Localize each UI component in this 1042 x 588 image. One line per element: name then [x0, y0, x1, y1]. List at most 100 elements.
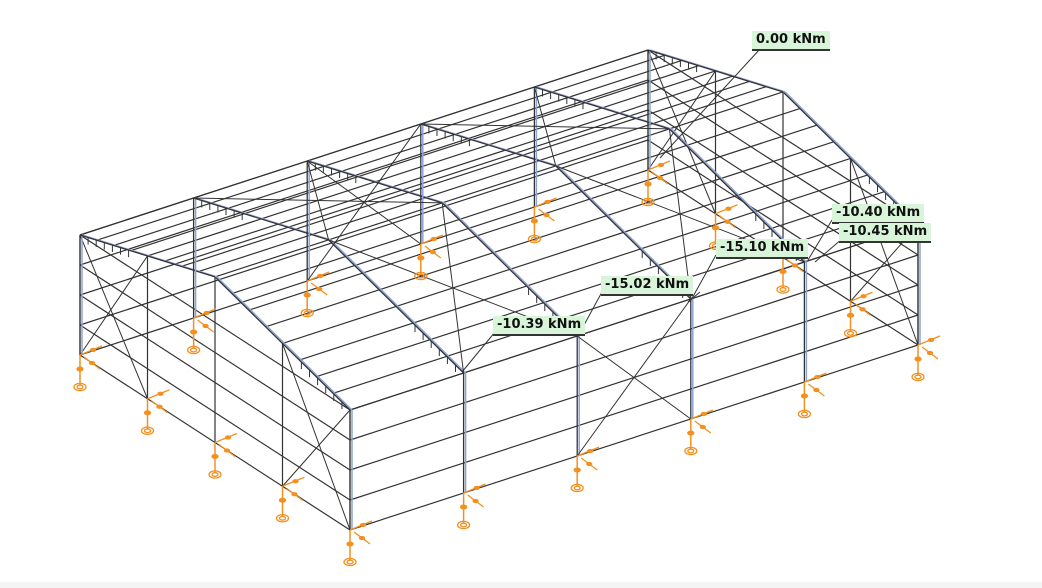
support-base-icon [644, 199, 652, 205]
frame-member-edge [784, 91, 921, 226]
support-base-icon [208, 470, 222, 479]
support-base-icon [303, 310, 311, 316]
purlin [316, 191, 885, 378]
moment-label-3: -15.10 kNm [716, 239, 809, 259]
support-arrow-icon [687, 430, 695, 436]
girt-back [79, 79, 649, 266]
base-beam-back [79, 169, 649, 356]
support-arrow-icon [711, 225, 720, 231]
support-base-icon [275, 514, 290, 523]
roof-brace [193, 197, 443, 204]
moment-label-2: -10.45 kNm [839, 223, 932, 243]
support-arrow-icon [89, 347, 97, 353]
support-arrow-icon [291, 492, 298, 497]
support-arrow-icon [202, 323, 209, 329]
support-base-icon [570, 483, 584, 493]
support-base-icon [140, 426, 155, 435]
support-arrow-icon [927, 337, 935, 343]
label-leader [807, 219, 833, 261]
frame-member-edge [330, 239, 467, 374]
moment-label-0: 0.00 kNm [752, 31, 830, 51]
support-arrow-icon [224, 435, 232, 440]
support-base-icon [797, 409, 812, 419]
frame-member-edge [216, 276, 353, 411]
support-base-icon [776, 285, 790, 294]
support-base-icon [278, 515, 287, 521]
bottom-strip [0, 582, 1042, 588]
wall-brace [576, 335, 692, 420]
support-arrow-icon [429, 249, 436, 255]
support-base-icon [143, 428, 152, 434]
frame-member [782, 91, 919, 226]
frame-member [79, 234, 216, 278]
frame-member [328, 239, 465, 374]
support-arrow-icon [472, 498, 479, 504]
support-arrow-icon [88, 360, 96, 366]
support-arrow-icon [317, 273, 324, 279]
support-base-icon [456, 520, 471, 530]
support-arrow-icon [724, 219, 731, 224]
support-base-icon [186, 345, 201, 355]
support-arrow-icon [846, 312, 855, 318]
frame-member [193, 197, 329, 241]
purlin [299, 174, 868, 361]
support-arrow-icon [156, 404, 163, 409]
support-arrow-icon [860, 294, 867, 299]
gable-brace [282, 343, 351, 531]
purlin [282, 157, 851, 345]
gable-brace [79, 255, 148, 356]
support-base-icon [843, 328, 858, 338]
support-arrow-icon [644, 181, 652, 187]
label-leader [689, 254, 717, 303]
gable-brace [647, 49, 716, 214]
label-leader [461, 331, 496, 373]
support-arrow-icon [657, 162, 665, 168]
support-arrow-icon [791, 263, 799, 268]
purlin [164, 75, 733, 262]
frame-member [647, 49, 784, 93]
support-arrow-icon [859, 307, 866, 312]
moment-label-4: -15.02 kNm [601, 276, 694, 296]
support-arrow-icon [725, 206, 732, 211]
label-leader [814, 238, 843, 263]
support-arrow-icon [586, 461, 593, 467]
support-arrow-icon [303, 292, 311, 298]
support-arrow-icon [459, 504, 468, 510]
support-base-icon [779, 287, 787, 292]
purlin [181, 80, 750, 267]
support-arrow-icon [316, 286, 323, 292]
girt-front [349, 224, 919, 411]
support-arrow-icon [814, 374, 821, 380]
support-arrow-icon [211, 454, 219, 459]
support-arrow-icon [530, 218, 539, 224]
support-base-icon [189, 347, 198, 353]
girt-front [349, 254, 919, 441]
support-base-icon [459, 522, 468, 528]
support-arrow-icon [699, 424, 706, 430]
frame-member [307, 160, 443, 204]
purlin [147, 70, 716, 257]
purlin [113, 59, 682, 247]
support-base-icon [73, 382, 87, 392]
support-arrow-icon [358, 535, 366, 541]
support-base-icon [417, 273, 425, 279]
purlin [197, 86, 767, 273]
purlin [96, 54, 666, 241]
girt-back [79, 49, 649, 236]
support-arrow-icon [779, 269, 787, 274]
label-leader [687, 291, 701, 303]
frame-member [441, 202, 578, 337]
gable-brace [647, 70, 716, 171]
gable-brace [850, 158, 919, 346]
support-base-icon [530, 236, 539, 242]
purlin [248, 124, 817, 311]
purlin [231, 107, 801, 295]
frame-member-edge [443, 202, 580, 337]
support-base-icon [414, 271, 428, 281]
support-base-icon [527, 234, 542, 244]
support-arrow-icon [143, 410, 152, 416]
support-base-icon [800, 411, 809, 417]
support-arrow-icon [587, 448, 594, 454]
support-base-icon [846, 330, 855, 336]
